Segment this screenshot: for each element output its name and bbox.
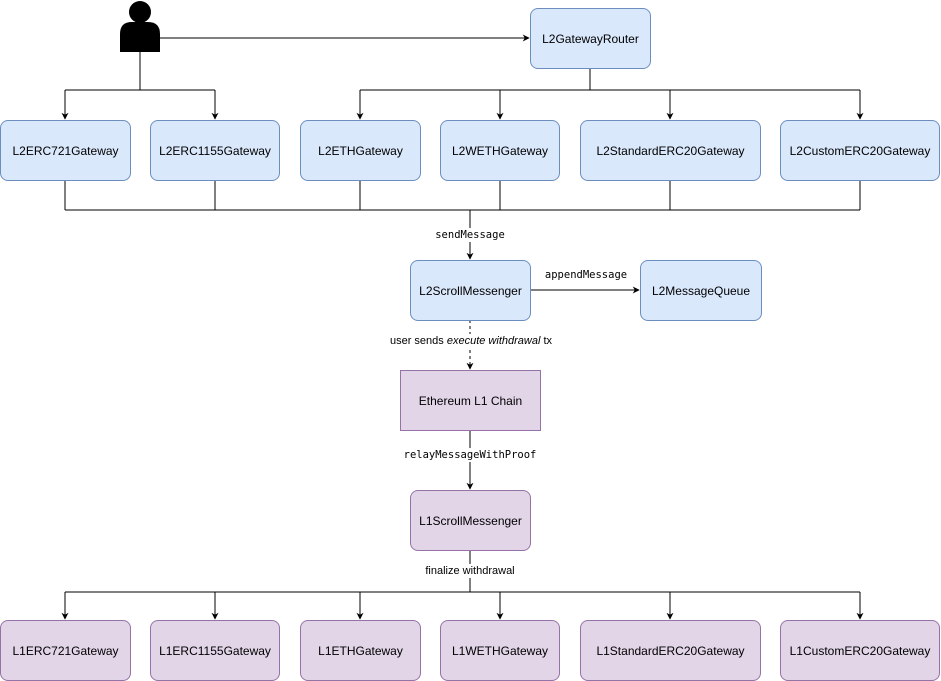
edge-label-finalize-withdrawal: finalize withdrawal (423, 564, 517, 578)
node-l2-scroll-messenger[interactable]: L2ScrollMessenger (410, 260, 531, 321)
node-l2-erc1155-gateway[interactable]: L2ERC1155Gateway (150, 120, 280, 181)
edge-label-send-message: sendMessage (433, 228, 507, 242)
edge-label-append-message: appendMessage (542, 268, 630, 282)
node-l1-erc721-gateway[interactable]: L1ERC721Gateway (0, 620, 131, 681)
node-l1-standard-erc20-gateway[interactable]: L1StandardERC20Gateway (580, 620, 761, 681)
node-l2-weth-gateway[interactable]: L2WETHGateway (440, 120, 560, 181)
node-l1-custom-erc20-gateway[interactable]: L1CustomERC20Gateway (780, 620, 940, 681)
node-l1-scroll-messenger[interactable]: L1ScrollMessenger (410, 490, 531, 551)
edge-label-user-sends-prefix: user sends (389, 335, 447, 347)
node-l1-weth-gateway[interactable]: L1WETHGateway (440, 620, 560, 681)
node-l2-message-queue[interactable]: L2MessageQueue (640, 260, 762, 321)
node-l1-eth-gateway[interactable]: L1ETHGateway (300, 620, 421, 681)
edge-label-user-sends-tx: user sends execute withdrawal tx (387, 334, 555, 348)
edge-label-user-sends-suffix: tx (540, 335, 553, 347)
node-l1-erc1155-gateway[interactable]: L1ERC1155Gateway (150, 620, 280, 681)
edge-l2-gw-drops (64, 180, 861, 210)
node-l2-custom-erc20-gateway[interactable]: L2CustomERC20Gateway (780, 120, 940, 181)
node-l2-eth-gateway[interactable]: L2ETHGateway (300, 120, 421, 181)
node-l2-gateway-router[interactable]: L2GatewayRouter (530, 8, 651, 69)
node-l2-erc721-gateway[interactable]: L2ERC721Gateway (0, 120, 131, 181)
user-icon (120, 1, 160, 52)
edge-label-relay: relayMessageWithProof (401, 448, 539, 462)
node-ethereum-l1-chain[interactable]: Ethereum L1 Chain (400, 370, 541, 431)
edge-label-user-sends-italic: execute withdrawal (446, 335, 541, 347)
node-l2-standard-erc20-gateway[interactable]: L2StandardERC20Gateway (580, 120, 761, 181)
